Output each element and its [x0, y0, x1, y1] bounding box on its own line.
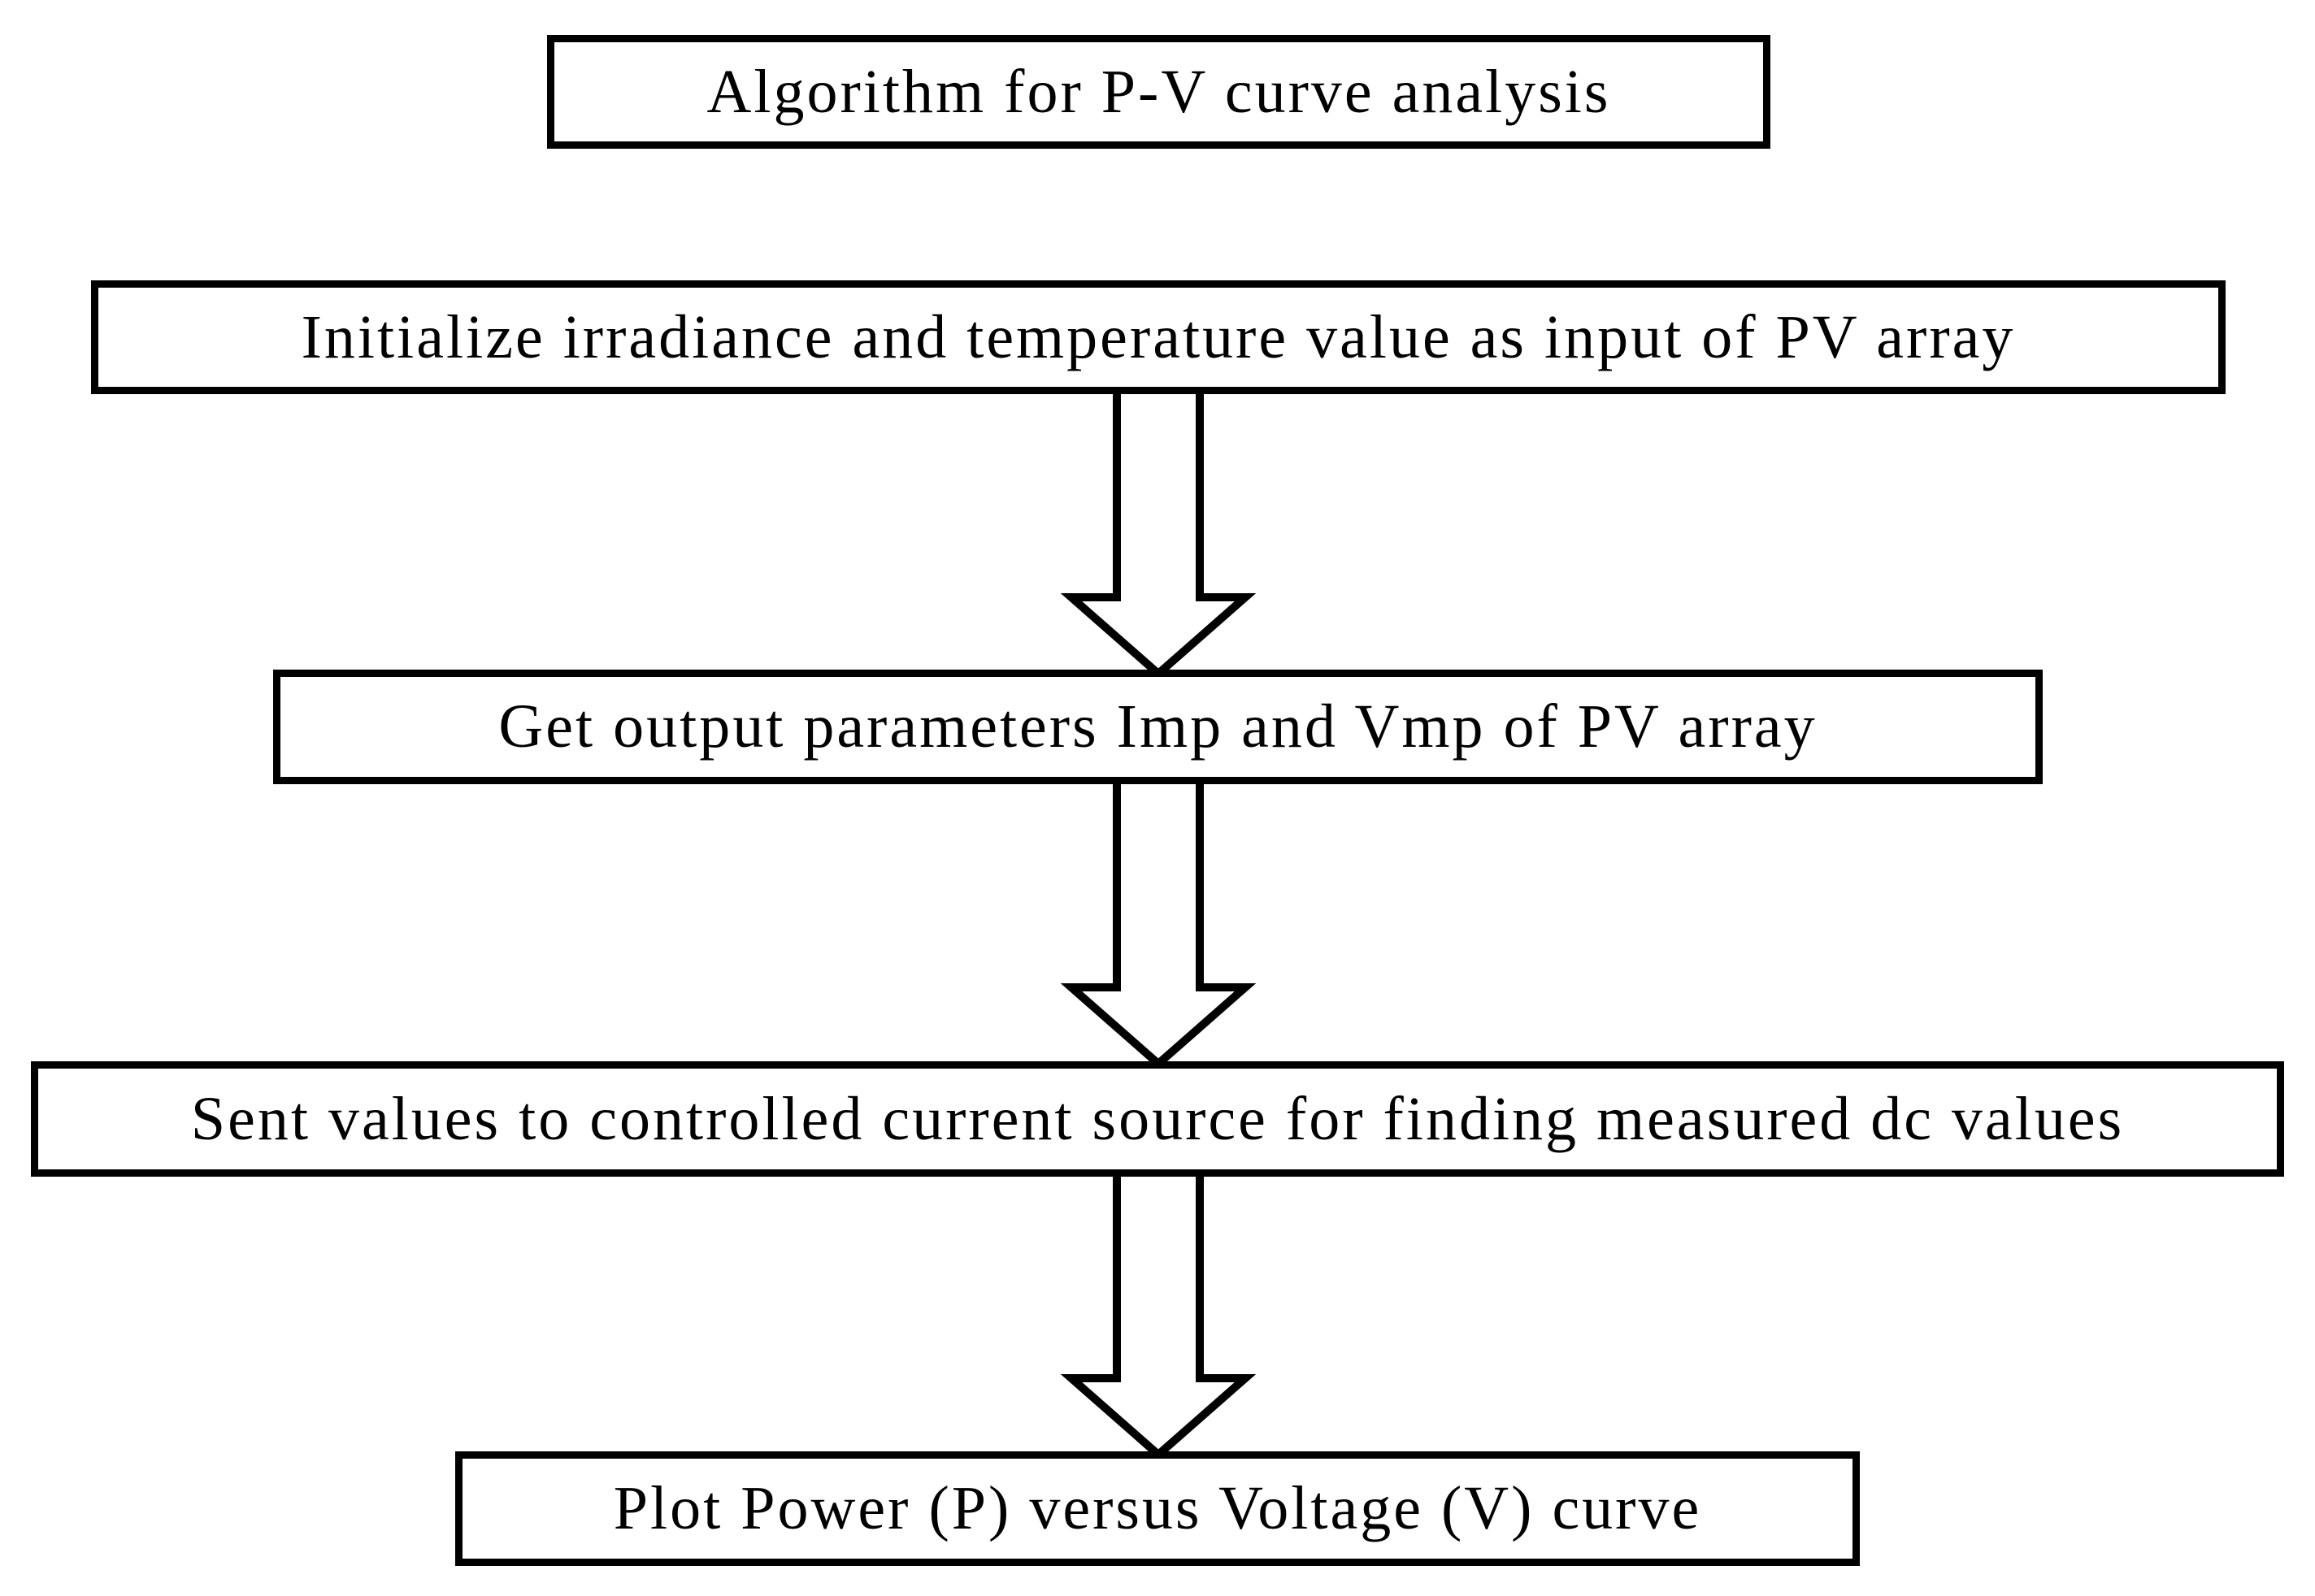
- block-arrow-down-icon: [1060, 1169, 1257, 1460]
- flowchart-node-label: Initialize irradiance and temperature va…: [301, 302, 2016, 371]
- block-arrow-down-icon: [1060, 388, 1257, 679]
- flowchart-node-sent-values: Sent values to controlled current source…: [31, 1061, 2284, 1177]
- flowchart-node-label: Sent values to controlled current source…: [190, 1084, 2125, 1153]
- flowchart-node-label: Get output parameters Imp and Vmp of PV …: [498, 692, 1818, 761]
- flowchart-node-plot-curve: Plot Power (P) versus Voltage (V) curve: [455, 1451, 1860, 1566]
- flowchart-node-label: Plot Power (P) versus Voltage (V) curve: [613, 1474, 1702, 1542]
- flowchart-node-initialize: Initialize irradiance and temperature va…: [91, 280, 2226, 394]
- flowchart-title-label: Algorithm for P-V curve analysis: [706, 57, 1611, 126]
- flowchart-node-get-parameters: Get output parameters Imp and Vmp of PV …: [273, 670, 2043, 784]
- block-arrow-down-icon: [1060, 778, 1257, 1069]
- flowchart-title-box: Algorithm for P-V curve analysis: [547, 35, 1770, 149]
